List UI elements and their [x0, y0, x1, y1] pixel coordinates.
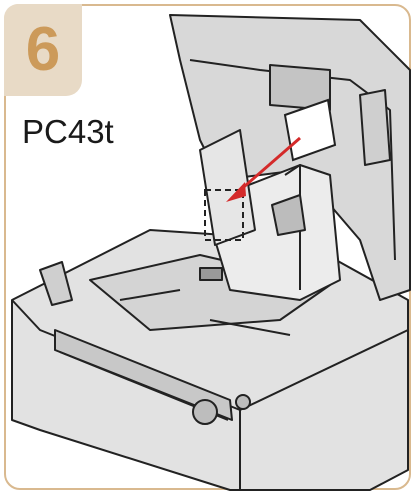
printer-lid	[169, 14, 411, 301]
step-badge: 6	[4, 4, 82, 96]
step-number: 6	[25, 15, 61, 84]
model-label: PC43t	[22, 113, 114, 150]
gear-icon	[192, 399, 218, 425]
insertion-target	[204, 189, 244, 241]
platen-roller	[54, 329, 233, 421]
insertion-arrow-icon	[237, 136, 301, 194]
